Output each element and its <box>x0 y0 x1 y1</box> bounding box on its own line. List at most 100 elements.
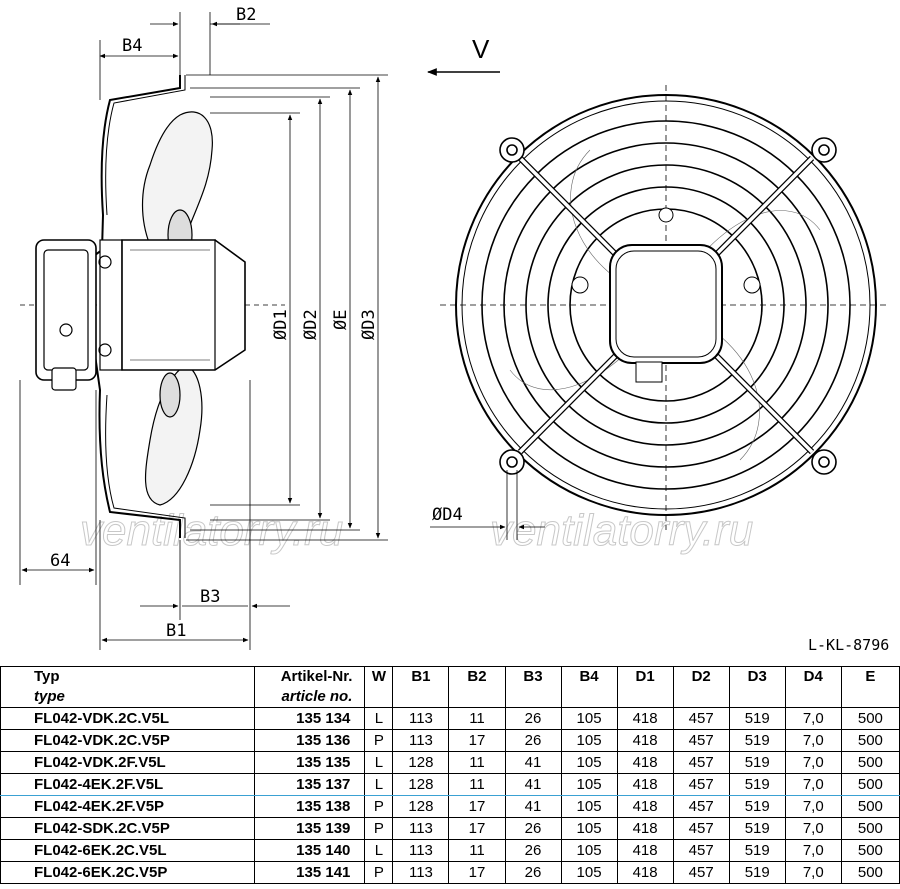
cell-d3: 519 <box>728 707 786 730</box>
header-label: B2 <box>467 668 487 685</box>
header-label: D4 <box>803 668 823 685</box>
cell-b1: 128 <box>392 773 450 796</box>
cell-d3: 519 <box>728 795 786 818</box>
cell-b4: 105 <box>560 861 618 884</box>
header-article-no: Artikel-Nr. article no. <box>254 666 366 708</box>
cell-w: P <box>364 729 394 752</box>
side-view <box>20 75 285 538</box>
label-b2: B2 <box>236 5 256 25</box>
cell-b2: 11 <box>448 707 506 730</box>
cell-e: 500 <box>840 773 900 796</box>
cell-d4: 7,0 <box>784 751 842 774</box>
cell-e: 500 <box>840 795 900 818</box>
cell-b2: 17 <box>448 861 506 884</box>
cell-type: FL042-4EK.2F.V5L <box>0 773 256 796</box>
header-label: Artikel-Nr. <box>280 668 353 685</box>
header-label: B1 <box>411 668 431 685</box>
header-w: W <box>364 666 394 708</box>
cell-article-no: 135 139 <box>254 817 366 840</box>
cell-b1: 113 <box>392 729 450 752</box>
cell-e: 500 <box>840 839 900 862</box>
cell-b4: 105 <box>560 773 618 796</box>
cell-b4: 105 <box>560 707 618 730</box>
cell-type: FL042-6EK.2C.V5L <box>0 839 256 862</box>
cell-e: 500 <box>840 861 900 884</box>
cell-b2: 17 <box>448 729 506 752</box>
header-sublabel: type <box>34 688 65 705</box>
label-v: V <box>472 34 490 64</box>
cell-b1: 113 <box>392 817 450 840</box>
cell-w: L <box>364 773 394 796</box>
cell-type: FL042-4EK.2F.V5P <box>0 795 256 818</box>
cell-d4: 7,0 <box>784 839 842 862</box>
cell-article-no: 135 136 <box>254 729 366 752</box>
cell-type: FL042-VDK.2C.V5L <box>0 707 256 730</box>
cell-d4: 7,0 <box>784 861 842 884</box>
cell-type: FL042-6EK.2C.V5P <box>0 861 256 884</box>
cell-b4: 105 <box>560 729 618 752</box>
cell-type: FL042-VDK.2C.V5P <box>0 729 256 752</box>
cell-b2: 17 <box>448 795 506 818</box>
cell-b1: 113 <box>392 861 450 884</box>
label-b1: B1 <box>166 621 186 641</box>
cell-d1: 418 <box>616 773 674 796</box>
cell-article-no: 135 138 <box>254 795 366 818</box>
cell-d4: 7,0 <box>784 795 842 818</box>
label-d2: ØD2 <box>301 309 321 340</box>
header-label: B3 <box>523 668 543 685</box>
cell-d2: 457 <box>672 839 730 862</box>
header-d3: D3 <box>728 666 786 708</box>
cell-w: L <box>364 751 394 774</box>
cell-d3: 519 <box>728 751 786 774</box>
label-b4: B4 <box>122 36 142 56</box>
header-label: Typ <box>34 668 60 685</box>
cell-e: 500 <box>840 707 900 730</box>
header-b4: B4 <box>560 666 618 708</box>
label-e: ØE <box>331 310 351 330</box>
cell-d1: 418 <box>616 729 674 752</box>
cell-article-no: 135 140 <box>254 839 366 862</box>
cell-d2: 457 <box>672 773 730 796</box>
cell-type: FL042-SDK.2C.V5P <box>0 817 256 840</box>
header-b1: B1 <box>392 666 450 708</box>
cell-d3: 519 <box>728 839 786 862</box>
cell-d3: 519 <box>728 729 786 752</box>
cell-b4: 105 <box>560 839 618 862</box>
header-label: W <box>371 668 386 685</box>
header-d4: D4 <box>784 666 842 708</box>
header-b2: B2 <box>448 666 506 708</box>
cell-d2: 457 <box>672 707 730 730</box>
cell-e: 500 <box>840 729 900 752</box>
cell-b3: 41 <box>504 751 562 774</box>
cell-d3: 519 <box>728 773 786 796</box>
cell-d1: 418 <box>616 795 674 818</box>
cell-b2: 11 <box>448 751 506 774</box>
cell-b4: 105 <box>560 817 618 840</box>
cell-d1: 418 <box>616 817 674 840</box>
cell-d1: 418 <box>616 751 674 774</box>
cell-b1: 113 <box>392 707 450 730</box>
header-d2: D2 <box>672 666 730 708</box>
cell-d4: 7,0 <box>784 729 842 752</box>
watermark-right: ventilatorry.ru <box>490 506 753 555</box>
header-label: D3 <box>747 668 767 685</box>
cell-b1: 113 <box>392 839 450 862</box>
cell-d1: 418 <box>616 839 674 862</box>
cell-b3: 26 <box>504 817 562 840</box>
header-b3: B3 <box>504 666 562 708</box>
cell-d1: 418 <box>616 861 674 884</box>
cell-b3: 26 <box>504 707 562 730</box>
cell-e: 500 <box>840 817 900 840</box>
cell-b1: 128 <box>392 795 450 818</box>
header-sublabel: article no. <box>281 688 353 705</box>
header-d1: D1 <box>616 666 674 708</box>
cell-d2: 457 <box>672 751 730 774</box>
cell-b3: 26 <box>504 861 562 884</box>
